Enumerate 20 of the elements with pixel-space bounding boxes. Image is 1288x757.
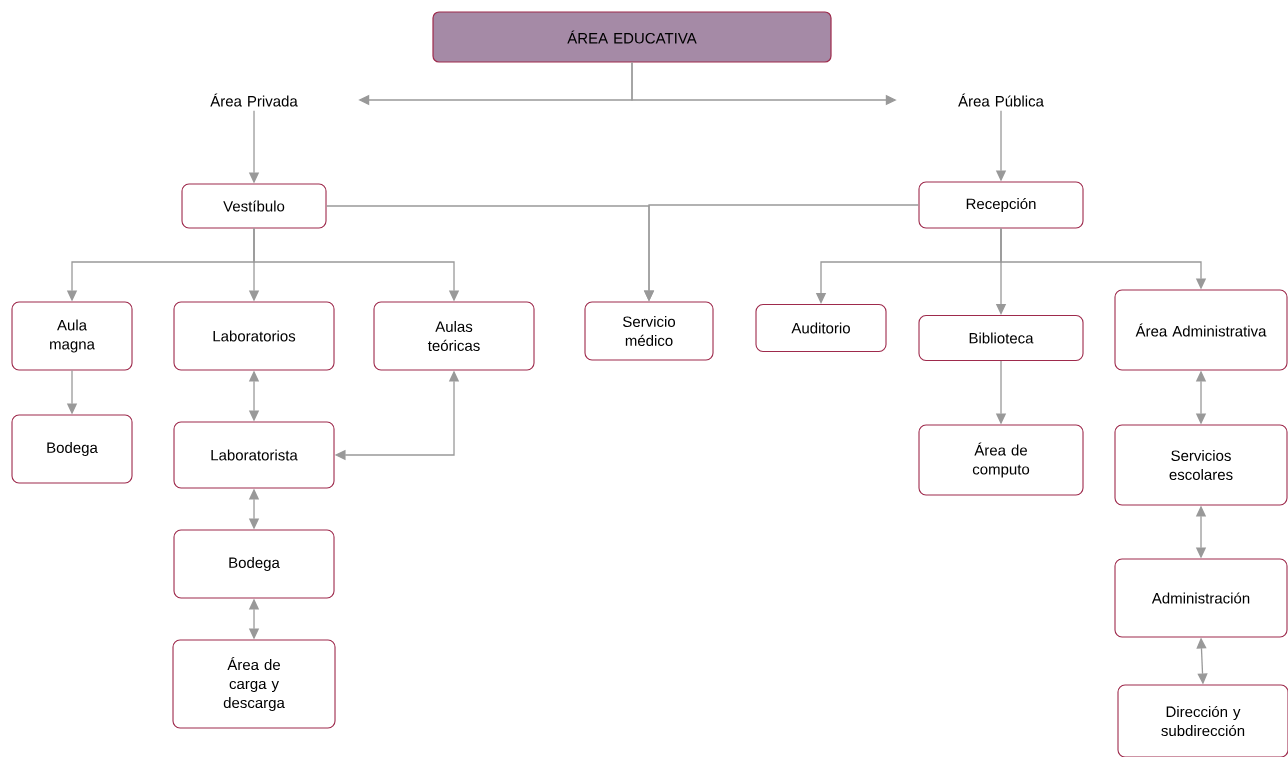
process-box: Laboratorios [173,301,335,371]
process-box: Área de computo [918,424,1084,496]
process-box: Dirección y subdirección [1117,684,1288,757]
section-label: Área Privada [210,93,298,107]
process-box: Aulas teóricas [373,301,535,371]
section-label: Área Pública [958,93,1044,107]
process-box: Servicio médico [584,301,714,361]
process-box: Bodega [11,414,133,484]
process-box: Área Administrativa [1114,289,1288,371]
process-box: Biblioteca [918,314,1084,362]
title-box: ÁREA EDUCATIVA [432,11,832,63]
process-box: Administración [1114,558,1288,638]
process-box: Vestíbulo [181,183,327,229]
process-box: Bodega [173,529,335,599]
process-box: Aula magna [11,301,133,371]
process-box: Recepción [918,181,1084,229]
process-box: Servicios escolares [1114,424,1288,506]
process-box: Área de carga y descarga [172,639,336,729]
process-box: Laboratorista [173,421,335,489]
process-box: Auditorio [755,303,887,353]
